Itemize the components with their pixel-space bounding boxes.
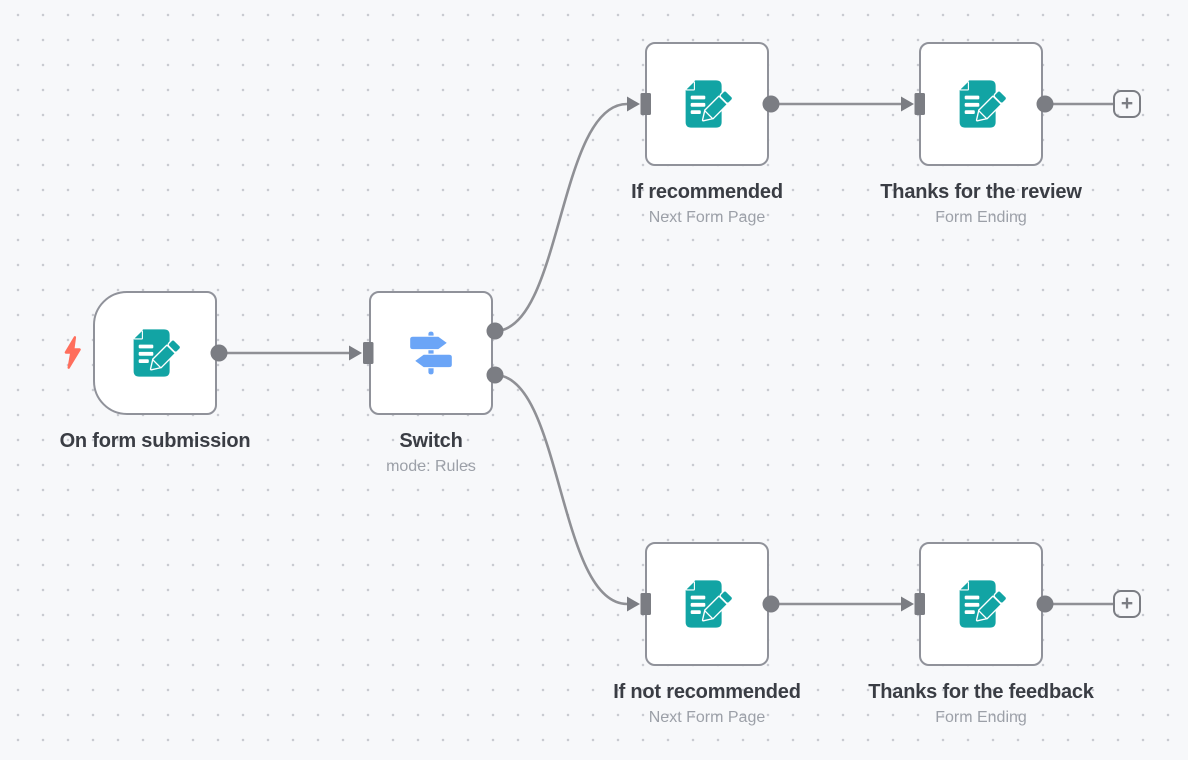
node-group-on-form-submission: On form submission	[60, 291, 251, 452]
connection-if-not-recommended-to-thanks-feedback[interactable]	[777, 593, 925, 615]
connection-switch-to-if-recommended[interactable]	[493, 93, 651, 333]
form-pencil-icon	[954, 77, 1008, 131]
add-node-button[interactable]: +	[1113, 590, 1141, 618]
signpost-icon	[404, 326, 458, 380]
input-arrow-icon	[349, 345, 362, 361]
input-arrow-icon	[627, 596, 640, 612]
plus-icon: +	[1120, 91, 1134, 115]
node-group-thanks-review: Thanks for the review Form Ending	[880, 42, 1082, 226]
add-node-button[interactable]: +	[1113, 90, 1141, 118]
node-title: Thanks for the review	[880, 181, 1082, 203]
form-pencil-icon	[954, 577, 1008, 631]
node-group-thanks-feedback: Thanks for the feedback Form Ending	[868, 542, 1094, 726]
node-title: If not recommended	[613, 681, 801, 703]
connection-switch-to-if-not-recommended[interactable]	[493, 373, 651, 615]
input-arrow-icon	[901, 96, 914, 112]
node-thanks-for-the-review[interactable]	[919, 42, 1043, 166]
node-thanks-for-the-feedback[interactable]	[919, 542, 1043, 666]
form-pencil-icon	[128, 326, 182, 380]
node-subtitle: mode: Rules	[386, 458, 476, 475]
form-pencil-icon	[680, 77, 734, 131]
node-subtitle: Next Form Page	[648, 709, 766, 726]
trigger-bolt-icon	[63, 335, 82, 370]
plus-icon: +	[1120, 591, 1134, 615]
input-arrow-icon	[627, 96, 640, 112]
node-if-recommended[interactable]	[645, 42, 769, 166]
node-if-not-recommended[interactable]	[645, 542, 769, 666]
node-subtitle: Next Form Page	[648, 209, 766, 226]
node-title: Thanks for the feedback	[868, 681, 1094, 703]
input-arrow-icon	[901, 596, 914, 612]
form-pencil-icon	[680, 577, 734, 631]
node-subtitle: Form Ending	[935, 709, 1027, 726]
node-title: On form submission	[59, 430, 251, 452]
node-switch[interactable]	[369, 291, 493, 415]
node-subtitle: Form Ending	[935, 209, 1027, 226]
node-group-if-not-recommended: If not recommended Next Form Page	[613, 542, 801, 726]
node-group-switch: Switch mode: Rules	[369, 291, 493, 475]
node-group-if-recommended: If recommended Next Form Page	[631, 42, 783, 226]
node-title: If recommended	[631, 181, 783, 203]
node-title: Switch	[399, 430, 463, 452]
node-on-form-submission[interactable]	[93, 291, 217, 415]
connection-trigger-to-switch[interactable]	[225, 342, 374, 364]
connection-if-recommended-to-thanks-review[interactable]	[777, 93, 925, 115]
